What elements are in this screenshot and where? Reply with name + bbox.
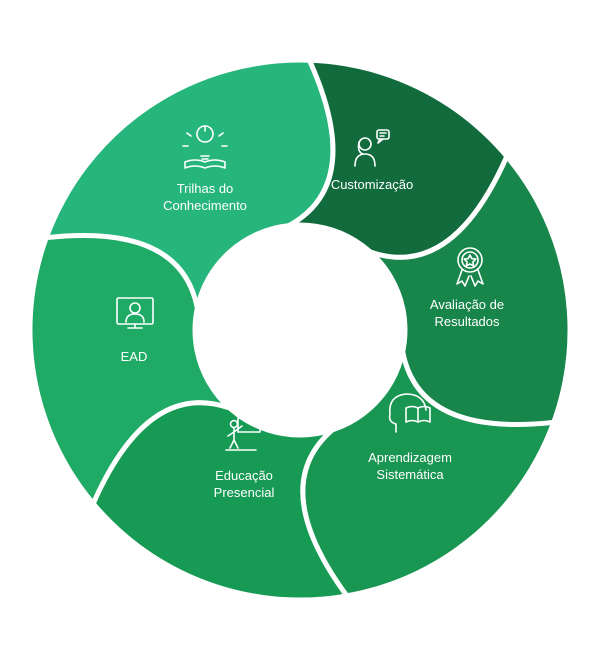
segment-trilhas-overlay (42, 57, 336, 309)
label-line: Presencial (213, 485, 275, 500)
label-line: Aprendizagem (368, 450, 452, 465)
lightbulb-book-icon (182, 125, 228, 169)
label-line: Customização (330, 177, 414, 192)
label-line: EAD (120, 349, 148, 364)
head-book-icon (388, 393, 431, 433)
teacher-board-icon (225, 417, 261, 451)
center-hole (197, 227, 403, 433)
label-educacao-presencial: Educação Presencial (214, 467, 275, 501)
label-aprendizagem-sistematica: Aprendizagem Sistemática (368, 449, 452, 483)
label-line: Sistemática (376, 467, 444, 482)
label-ead: EAD (121, 348, 148, 365)
label-trilhas-do-conhecimento: Trilhas do Conhecimento (163, 180, 247, 214)
monitor-person-icon (116, 297, 154, 329)
label-line: Resultados (434, 314, 500, 329)
label-line: Conhecimento (163, 198, 247, 213)
label-line: Educação (215, 468, 273, 483)
person-chat-icon (354, 129, 390, 167)
label-avaliacao-de-resultados: Avaliação de Resultados (430, 296, 504, 330)
label-customizacao: Customização (331, 176, 413, 193)
award-badge-icon (456, 247, 484, 287)
label-line: Trilhas do (176, 181, 234, 196)
label-line: Avaliação de (429, 297, 505, 312)
